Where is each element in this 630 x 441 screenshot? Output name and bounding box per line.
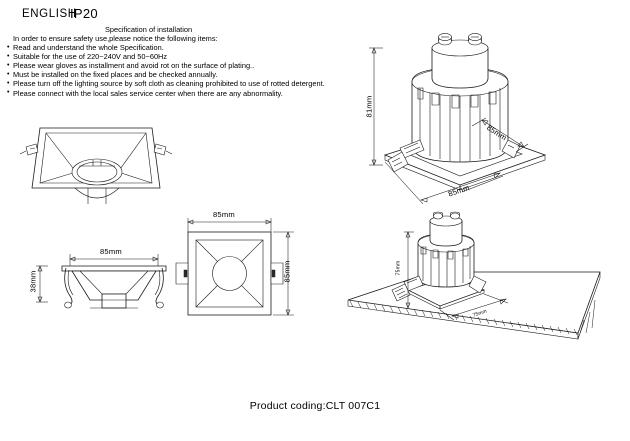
product-coding-label: Product coding:CLT 007C1 bbox=[249, 400, 381, 412]
spec-item: Please turn off the lighting source by s… bbox=[7, 79, 325, 89]
spec-title: Specification of installation bbox=[105, 25, 193, 34]
section-width-label: 85mm bbox=[100, 247, 122, 256]
language-label: ENGLISH bbox=[22, 8, 77, 20]
spec-list: In order to ensure safety use,please not… bbox=[7, 34, 325, 98]
spec-item: Please connect with the local sales serv… bbox=[7, 88, 307, 98]
ip-rating-label: IP20 bbox=[70, 6, 98, 21]
install-height-label: 75mm bbox=[395, 260, 402, 276]
spec-item: Suitable for the use of 220~240V and 50~… bbox=[7, 52, 307, 62]
spec-item: Read and understand the whole Specificat… bbox=[7, 43, 307, 53]
spec-intro: In order to ensure safety use,please not… bbox=[13, 34, 218, 43]
spec-item: Please wear gloves as installment and av… bbox=[7, 61, 307, 71]
plan-width-label: 85mm bbox=[213, 210, 235, 219]
spec-item: Must be installed on the fixed places an… bbox=[7, 70, 307, 80]
